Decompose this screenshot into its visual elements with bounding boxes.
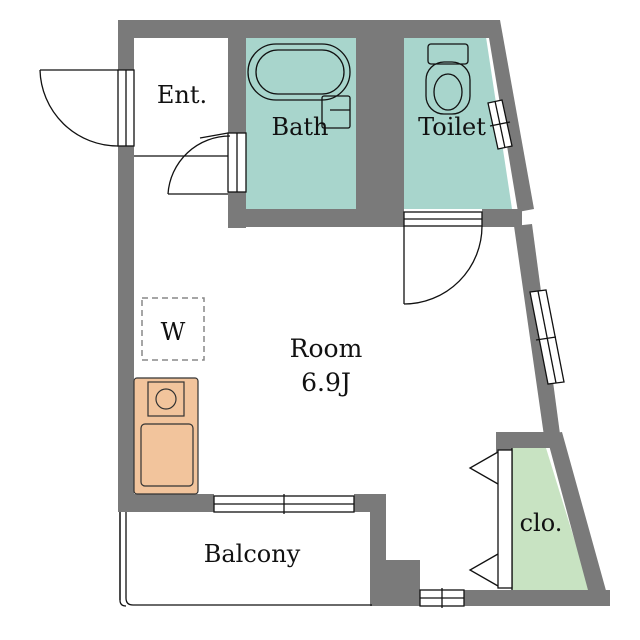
bottom-window[interactable] [419,588,465,608]
bath-label: Bath [271,113,328,141]
walls [118,20,610,606]
toilet-label: Toilet [418,113,486,141]
washer-label: W [161,318,186,346]
closet-label: clo. [520,509,563,537]
balcony-label: Balcony [204,540,301,568]
room-size-label: 6.9J [301,368,351,397]
closet-doors[interactable] [468,449,513,589]
toilet-door[interactable] [403,211,483,305]
kitchen [133,377,199,495]
bath-fill [246,37,356,209]
entrance-door[interactable] [39,69,135,147]
right-window[interactable] [529,289,565,385]
room-label: Room [290,334,363,363]
toilet-fill [404,37,512,209]
bath-door[interactable] [167,132,247,195]
closet-fill [512,448,590,590]
washer-space [141,297,205,361]
balcony-window[interactable] [213,494,355,514]
entrance-label: Ent. [157,81,207,109]
toilet-fixture [425,43,471,115]
bathtub [247,43,351,129]
toilet-window[interactable] [487,99,513,150]
